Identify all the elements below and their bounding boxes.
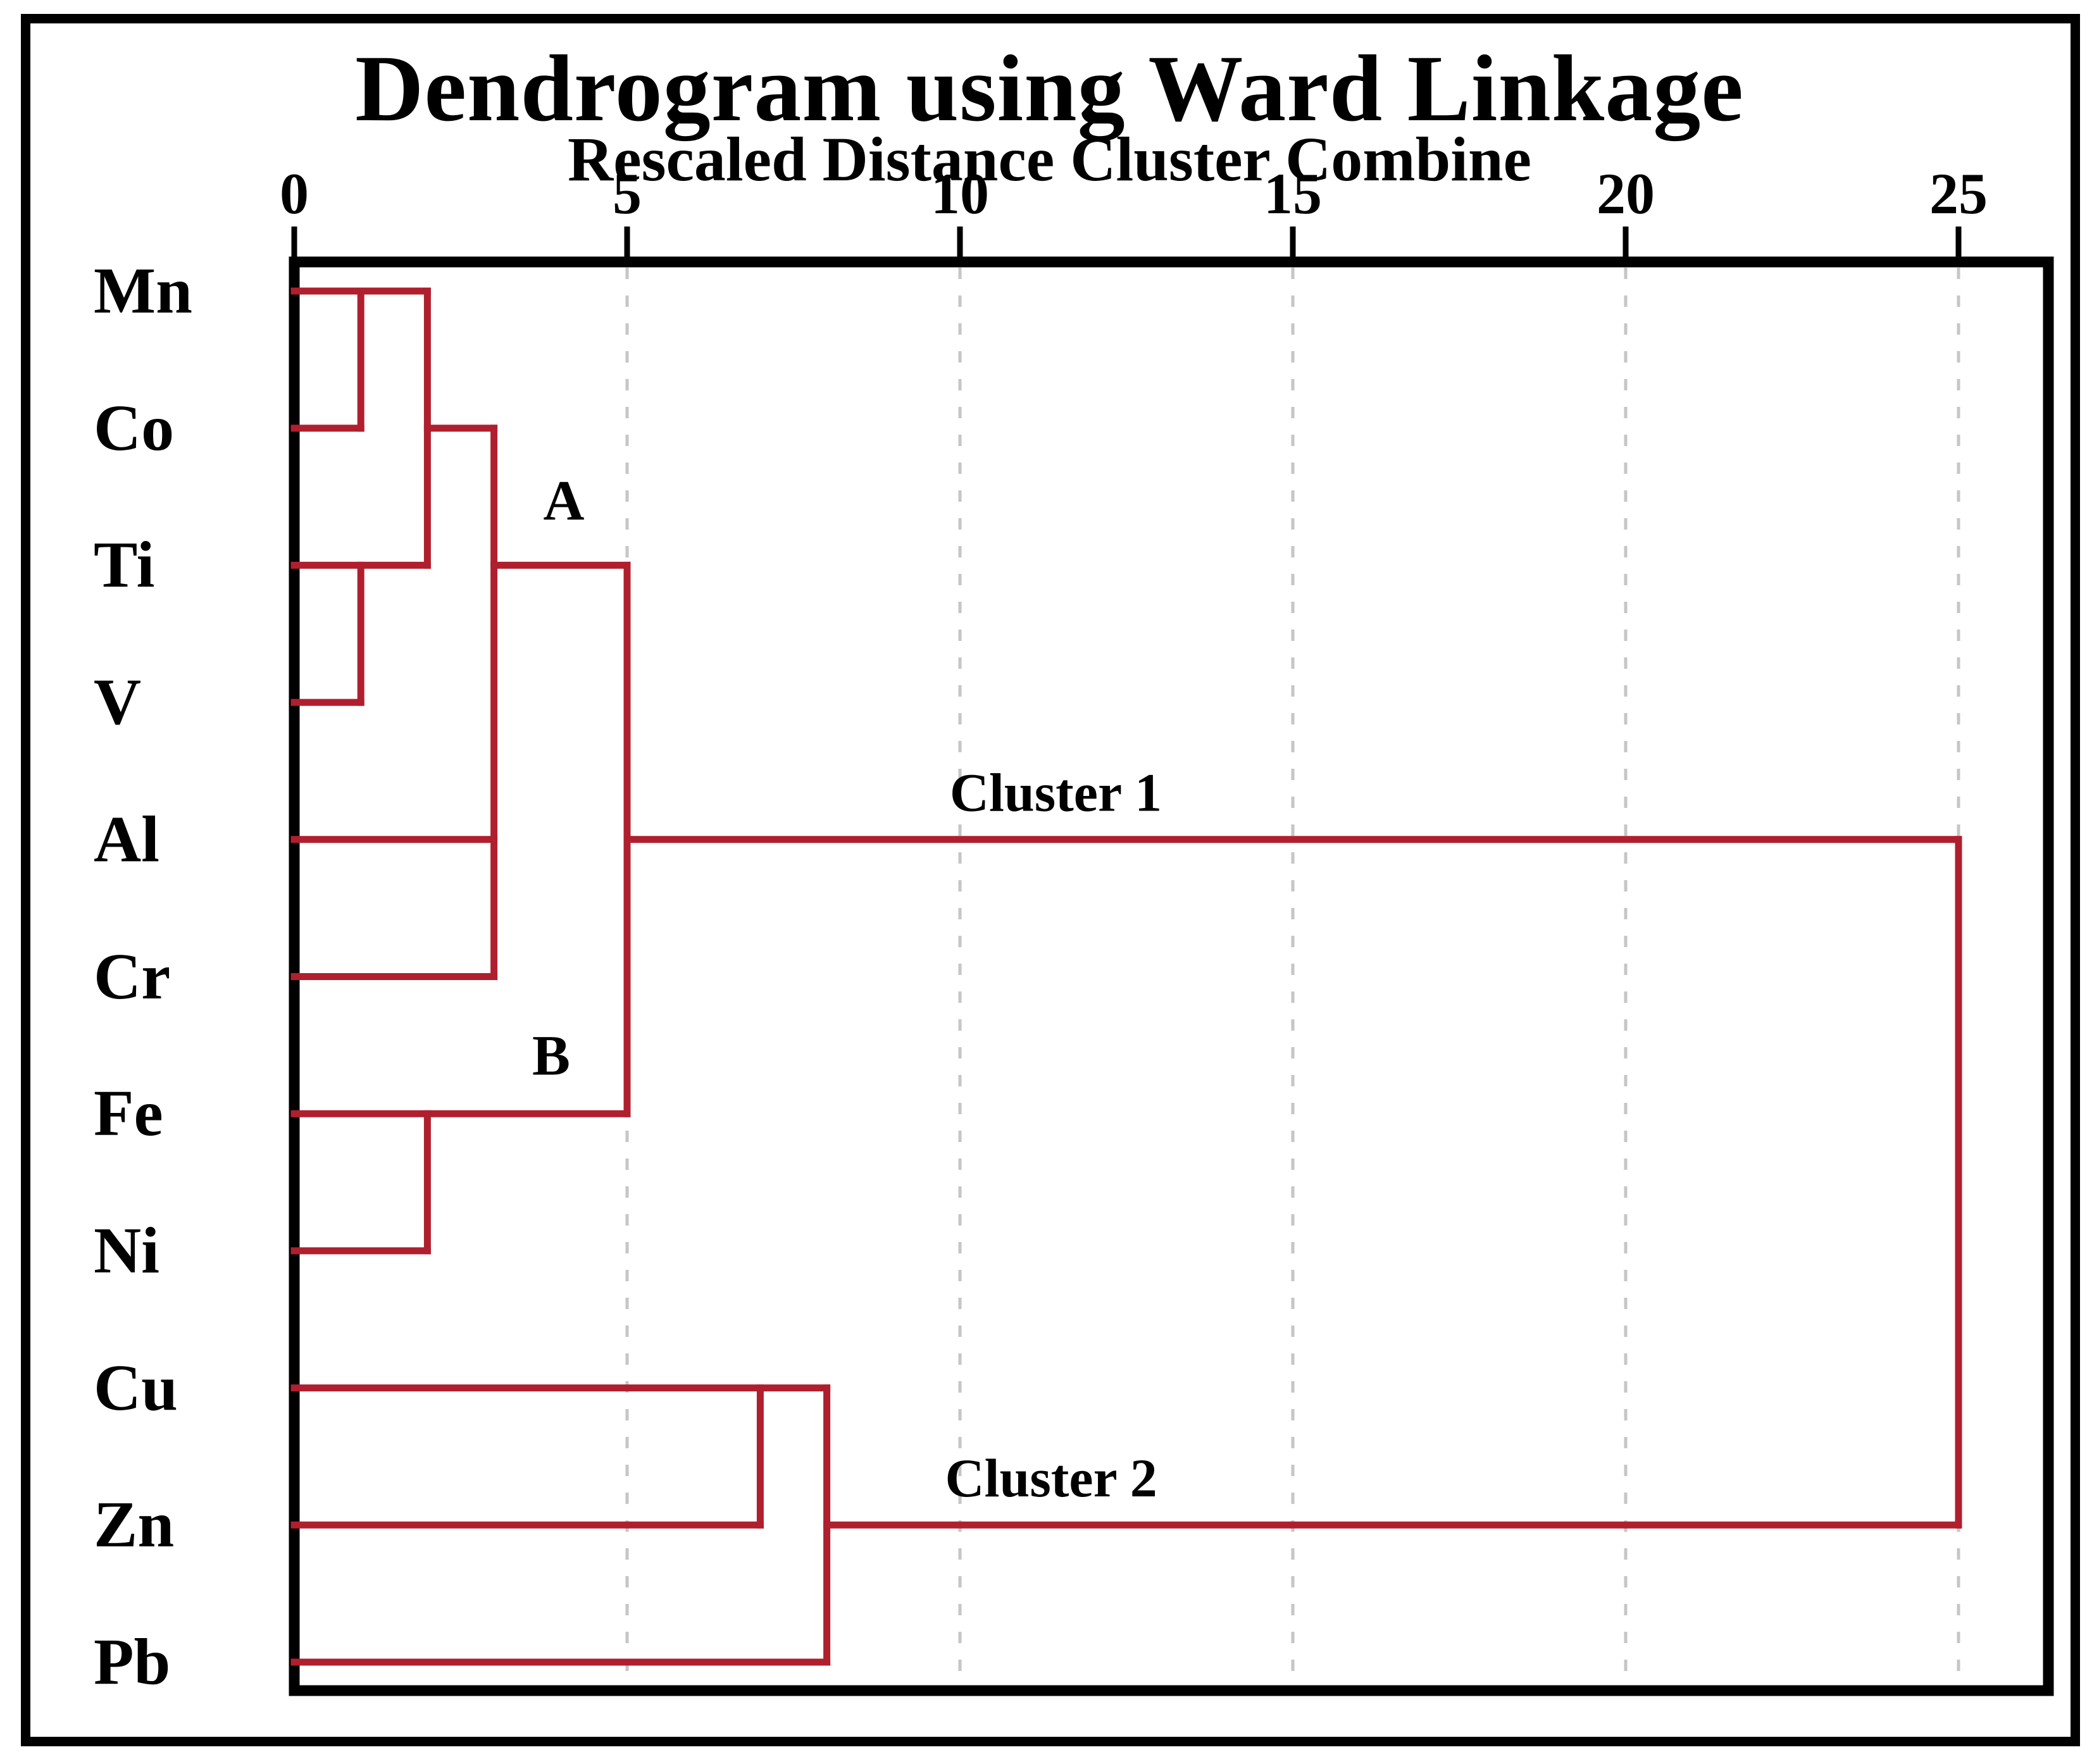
leaf-label-al: Al (94, 802, 159, 876)
axis-tick-label: 5 (613, 161, 642, 226)
leaf-label-zn: Zn (94, 1488, 175, 1562)
chart-title: Dendrogram using Ward Linkage (355, 36, 1744, 141)
cluster-label: Cluster 2 (945, 1448, 1157, 1508)
leaf-label-pb: Pb (94, 1625, 171, 1698)
axis-tick-label: 25 (1929, 161, 1988, 226)
leaf-label-ni: Ni (94, 1214, 159, 1287)
axis-tick-label: 0 (280, 161, 309, 226)
leaf-label-cu: Cu (94, 1351, 178, 1424)
leaf-label-co: Co (94, 391, 175, 464)
cluster-label: Cluster 1 (950, 762, 1162, 823)
axis-tick-label: 10 (931, 161, 989, 226)
leaf-label-ti: Ti (94, 528, 155, 602)
leaf-label-cr: Cr (94, 940, 171, 1013)
leaf-label-fe: Fe (94, 1077, 163, 1150)
leaf-label-v: V (94, 666, 142, 739)
axis-tick-label: 20 (1597, 161, 1655, 226)
axis-tick-label: 15 (1264, 161, 1322, 226)
node-label: B (532, 1025, 570, 1088)
leaf-label-mn: Mn (94, 254, 192, 327)
axis-title: Rescaled Distance Cluster Combine (568, 124, 1531, 194)
node-label: A (544, 469, 585, 532)
